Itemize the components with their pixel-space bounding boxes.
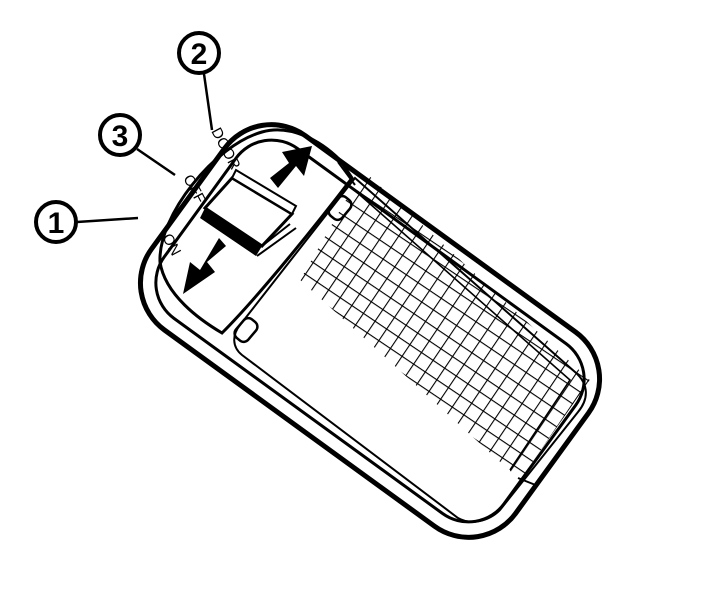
callout-3: 3 [98,113,176,177]
callout-2: 2 [177,31,221,131]
callout-3-number: 3 [112,120,129,153]
slide-switch-knob[interactable] [200,168,298,257]
arrow-down-left-icon [183,238,226,294]
arrow-up-right-icon [270,146,312,188]
callout-1: 1 [34,200,139,244]
callout-2-number: 2 [191,38,208,71]
lamp-lens [233,170,590,523]
callout-1-number: 1 [48,207,65,240]
